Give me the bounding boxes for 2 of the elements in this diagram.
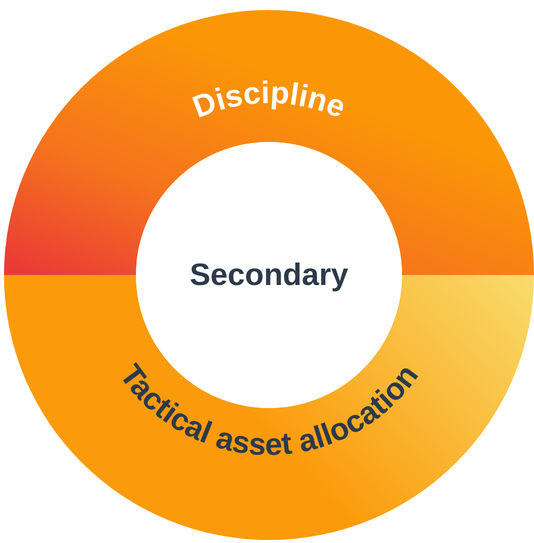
ring-label: Discipline (188, 74, 350, 125)
center-label: Secondary (190, 256, 348, 294)
